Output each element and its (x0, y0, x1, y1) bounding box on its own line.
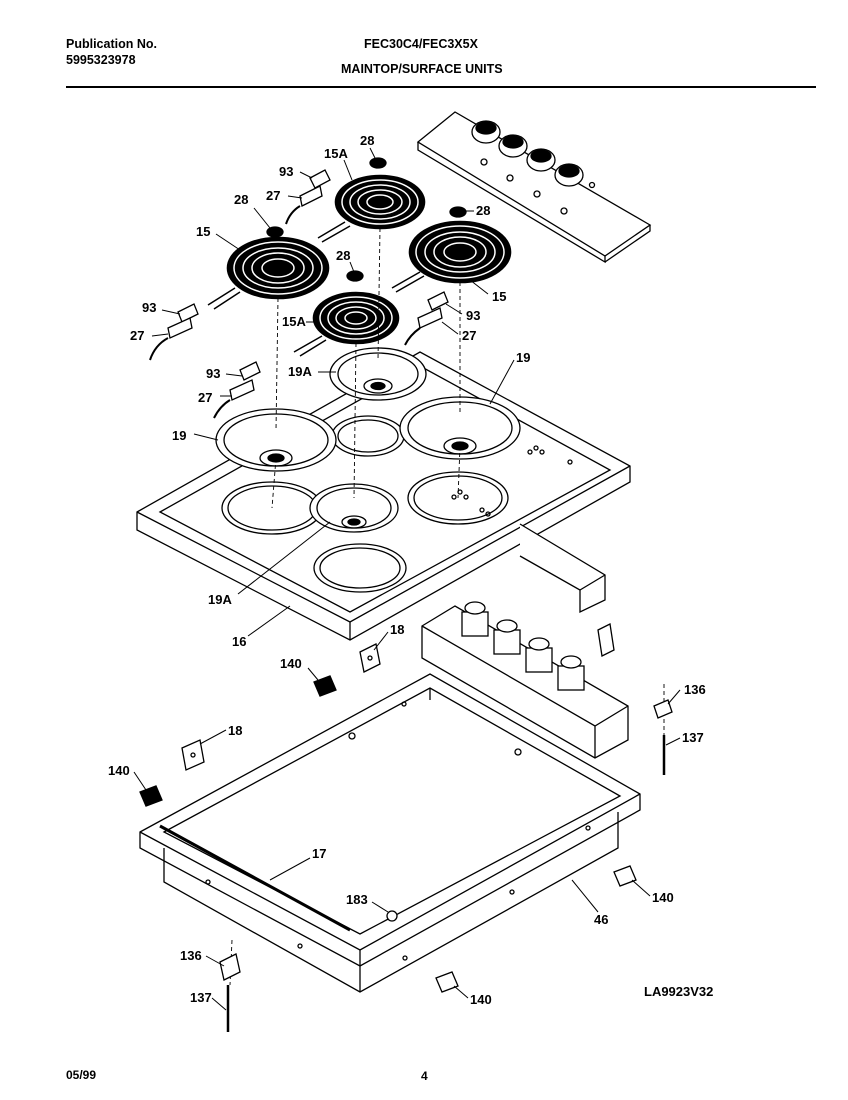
callout-15: 15 (196, 224, 210, 239)
callout-18: 18 (390, 622, 404, 637)
callout-28: 28 (234, 192, 248, 207)
surface-unit-coil (334, 174, 426, 230)
receptacle (404, 291, 449, 346)
infinite-switch (461, 601, 489, 637)
callout-140: 140 (108, 763, 130, 778)
receptacle (285, 169, 331, 225)
control-panel (416, 111, 652, 264)
callout-27: 27 (266, 188, 280, 203)
callout-93: 93 (142, 300, 156, 315)
callout-28: 28 (336, 248, 350, 263)
callout-27: 27 (130, 328, 144, 343)
callout-15: 15 (492, 289, 506, 304)
main-box (139, 673, 641, 993)
callout-27: 27 (462, 328, 476, 343)
drawing-code: LA9923V32 (644, 984, 714, 999)
callout-19A: 19A (208, 592, 232, 607)
receptacle (149, 303, 199, 361)
callout-136: 136 (684, 682, 706, 697)
surface-unit-coil (312, 291, 400, 345)
publication-label: Publication No. (66, 37, 157, 51)
control-knob (554, 163, 584, 187)
clip (139, 785, 163, 807)
callout-15A: 15A (324, 146, 348, 161)
callout-15A: 15A (282, 314, 306, 329)
clip (435, 971, 459, 993)
clip (613, 865, 637, 887)
callout-46: 46 (594, 912, 608, 927)
callout-137: 137 (682, 730, 704, 745)
callout-17: 17 (312, 846, 326, 861)
infinite-switch (525, 637, 553, 673)
page-number: 4 (421, 1069, 428, 1083)
callout-93: 93 (206, 366, 220, 381)
callout-183: 183 (346, 892, 368, 907)
callout-140: 140 (470, 992, 492, 1007)
receptacle (213, 361, 261, 419)
callout-93: 93 (466, 308, 480, 323)
callout-28: 28 (476, 203, 490, 218)
model-number: FEC30C4/FEC3X5X (364, 37, 478, 51)
infinite-switch (493, 619, 521, 655)
callout-19A: 19A (288, 364, 312, 379)
clip (313, 675, 337, 697)
header-divider (66, 86, 816, 88)
control-knob (471, 120, 501, 144)
drip-bowl (215, 408, 337, 472)
surface-unit-coil (408, 220, 512, 284)
callout-93: 93 (279, 164, 293, 179)
footer-date: 05/99 (66, 1068, 97, 1082)
switch-housing (421, 601, 629, 759)
surface-unit-coil (226, 236, 330, 300)
callout-140: 140 (280, 656, 302, 671)
control-knob (526, 148, 556, 172)
callout-16: 16 (232, 634, 246, 649)
callout-28: 28 (360, 133, 374, 148)
callout-18: 18 (228, 723, 242, 738)
callout-137: 137 (190, 990, 212, 1005)
callout-19: 19 (516, 350, 530, 365)
control-knob (498, 134, 528, 158)
publication-number: 5995323978 (66, 53, 136, 67)
callout-140: 140 (652, 890, 674, 905)
infinite-switch (557, 655, 585, 691)
callout-27: 27 (198, 390, 212, 405)
section-title: MAINTOP/SURFACE UNITS (341, 62, 503, 76)
callout-136: 136 (180, 948, 202, 963)
callout-19: 19 (172, 428, 186, 443)
